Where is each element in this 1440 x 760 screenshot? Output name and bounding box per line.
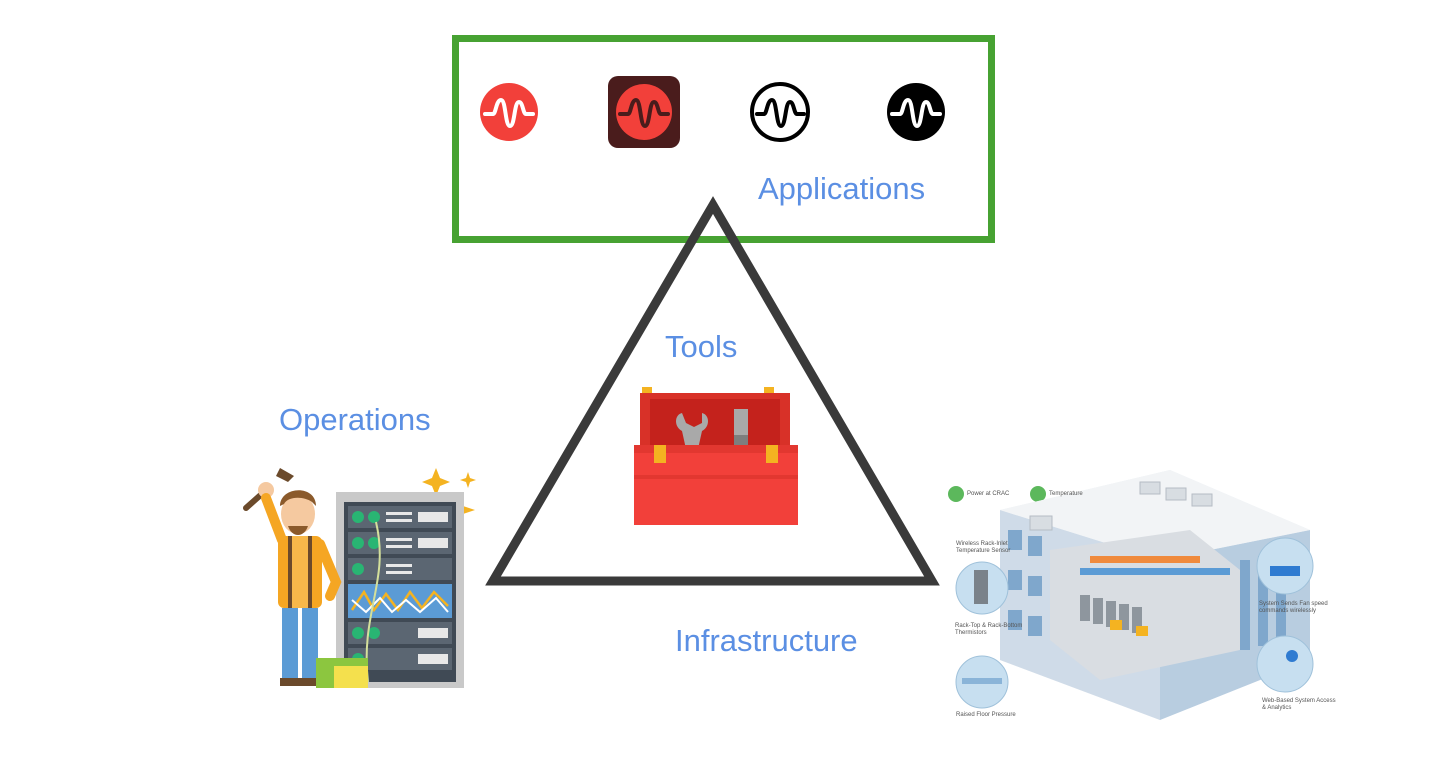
infrastructure-label: Infrastructure (675, 623, 858, 658)
data-center-building-illustration (948, 470, 1314, 720)
callout-fan: System Sends Fan speed commands wireless… (1259, 601, 1328, 614)
operations-label: Operations (279, 402, 431, 437)
waveform-red-circle-icon (480, 83, 538, 141)
callout-wireless: Wireless Rack-Inlet Temperature Sensor (956, 541, 1011, 554)
waveform-dark-tile-icon (608, 76, 680, 148)
callout-thermistors: Rack-Top & Rack-Bottom Thermistors (955, 623, 1023, 636)
callout-floor: Raised Floor Pressure (956, 712, 1016, 718)
applications-box (452, 35, 995, 243)
triangle-outline (485, 196, 940, 586)
waveform-outline-circle-icon (750, 82, 810, 142)
applications-label: Applications (758, 171, 926, 206)
callout-temperature: Temperature (1049, 491, 1083, 497)
technician-with-server-rack-illustration (243, 468, 476, 688)
callout-web: Web-Based System Access & Analytics (1262, 698, 1336, 711)
toolbox-icon (634, 387, 798, 525)
waveform-black-circle-icon (887, 83, 945, 141)
tools-label: Tools (665, 329, 738, 364)
callout-power: Power at CRAC (967, 491, 1010, 497)
